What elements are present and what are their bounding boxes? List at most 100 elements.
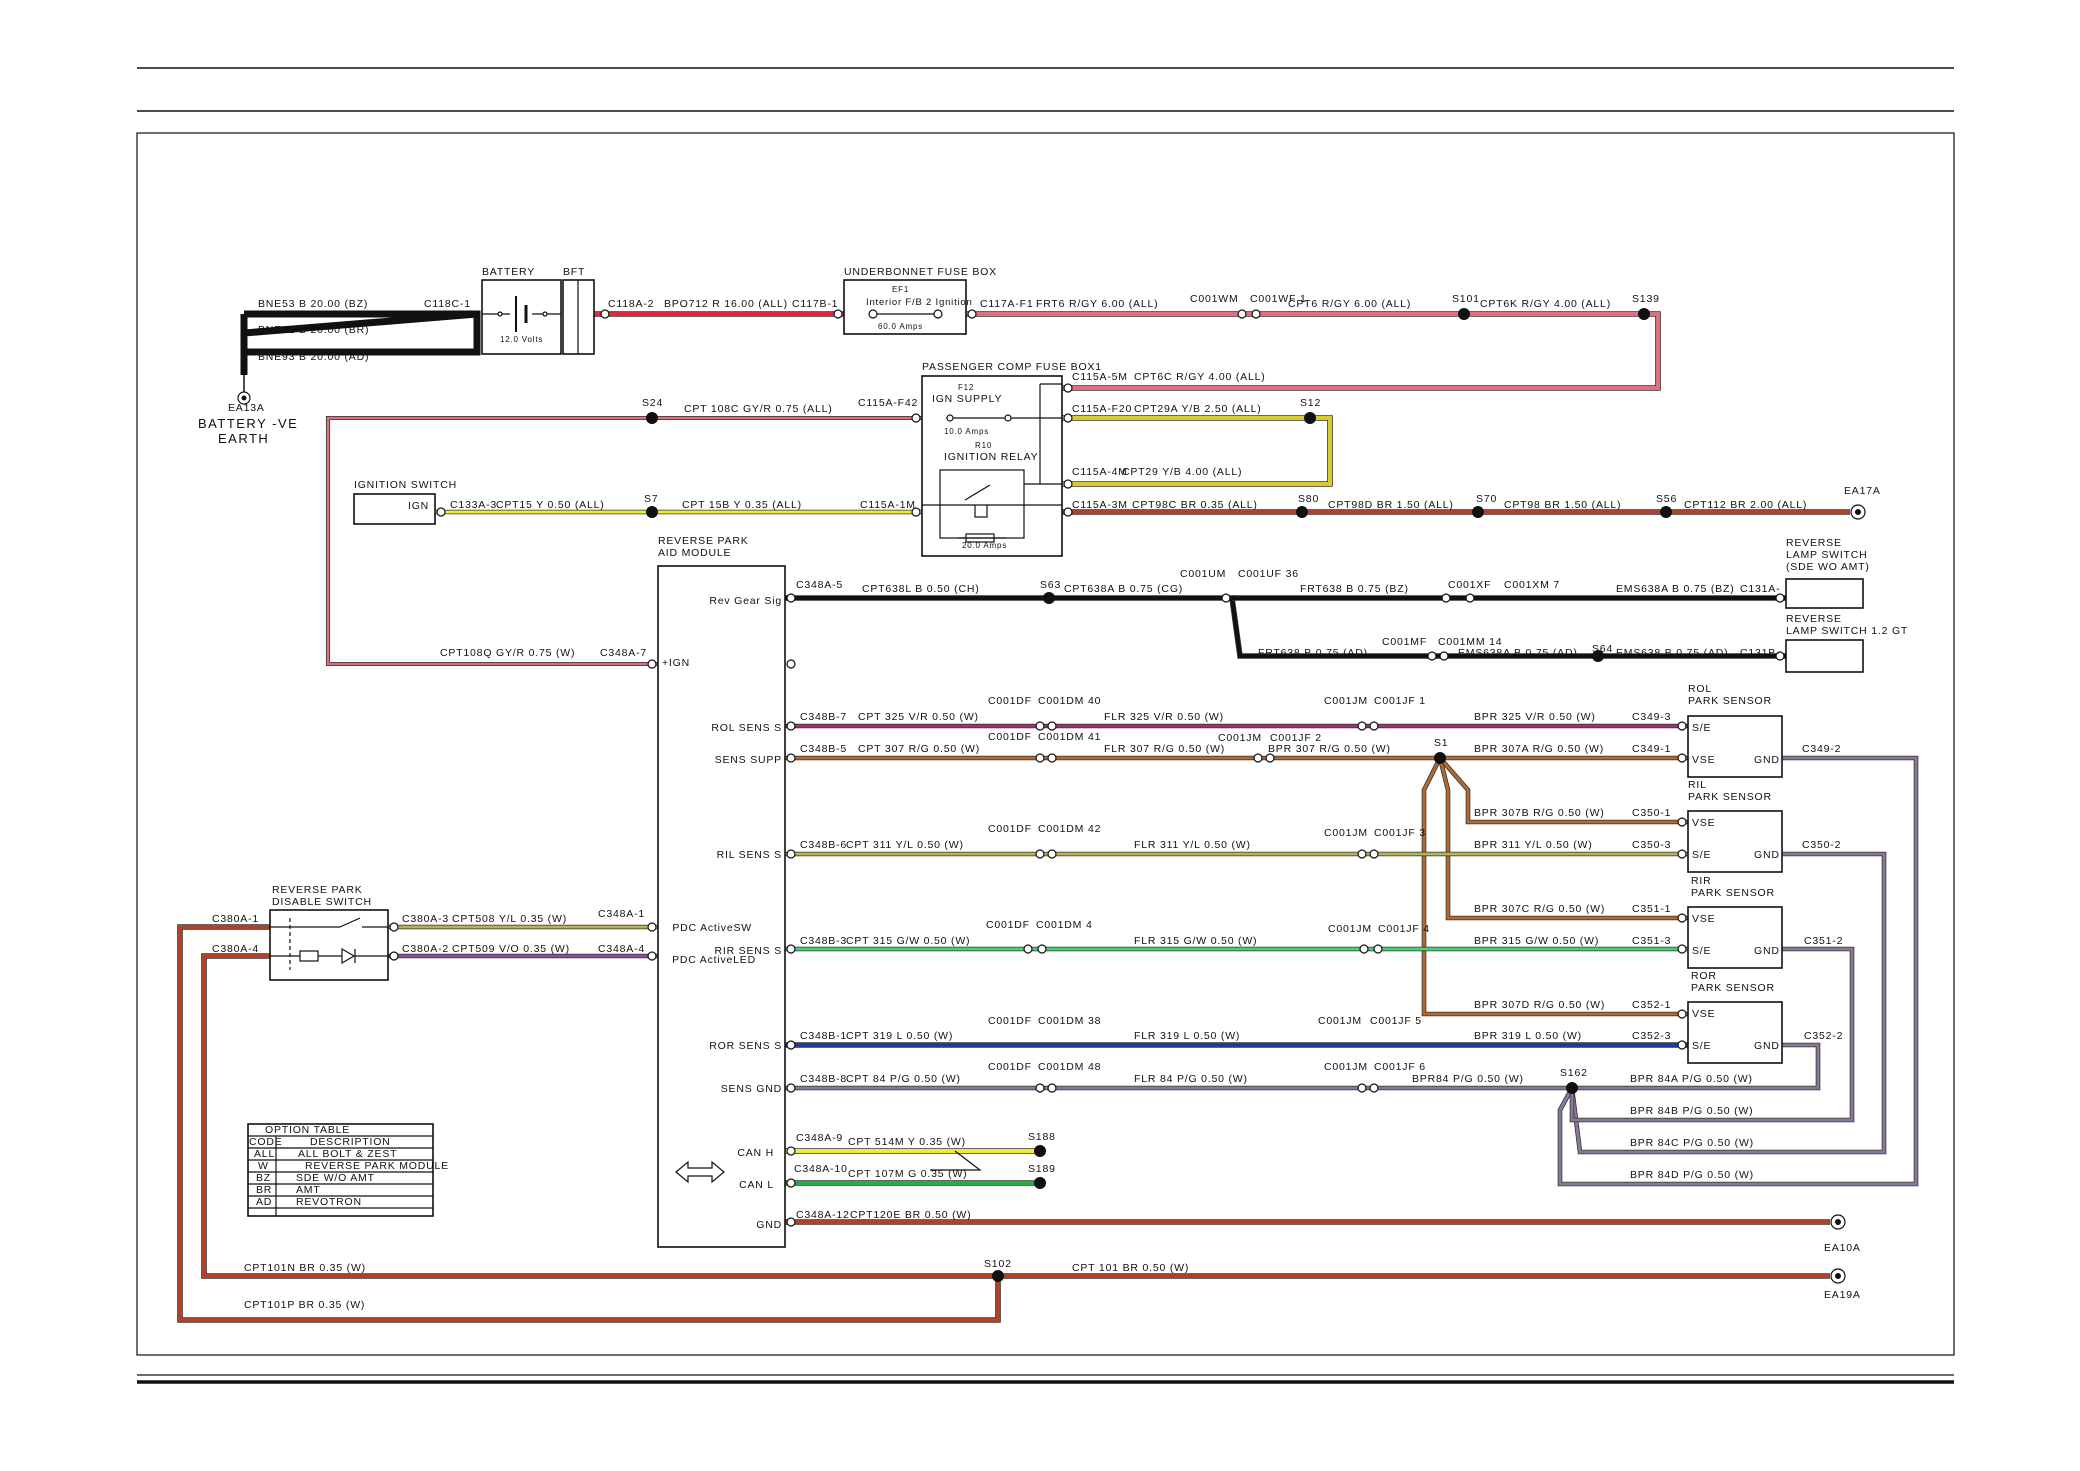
wire-label: BNE93 B 20.00 (AD) — [258, 351, 369, 363]
wire-label: BPR 84C P/G 0.50 (W) — [1630, 1137, 1754, 1149]
rir-vse-pin: VSE — [1692, 913, 1715, 925]
connector-label: C133A-3 — [450, 499, 497, 511]
wire-label: CPT98D BR 1.50 (ALL) — [1328, 499, 1454, 511]
ignition-switch-box — [353, 493, 436, 525]
connector-label: C001WM — [1190, 293, 1239, 305]
connector-pin — [1677, 817, 1687, 827]
connector-pin — [1369, 1083, 1379, 1093]
connector-label: C001JM — [1324, 695, 1368, 707]
splice-label: S188 — [1028, 1131, 1056, 1143]
wire-label: CPT101N BR 0.35 (W) — [244, 1262, 366, 1274]
connector-label: C117A-F1 — [980, 298, 1033, 310]
splice-label: S24 — [642, 397, 663, 409]
connector-label: C001JM — [1328, 923, 1372, 935]
connector-label: C001JF 5 — [1370, 1015, 1422, 1027]
connector-label: C001DM 40 — [1038, 695, 1101, 707]
connector-label: C001MM 14 — [1438, 636, 1502, 648]
connector-pin — [1677, 721, 1687, 731]
splice-node — [1472, 506, 1484, 518]
wire-cpt108 — [325, 415, 922, 667]
pin-rev-gear-sig: Rev Gear Sig — [709, 595, 782, 607]
connector-pin — [1357, 721, 1367, 731]
connector-pin — [1035, 721, 1045, 731]
reverse-park-aid-module — [657, 565, 786, 1248]
connector-pin — [1063, 479, 1073, 489]
pin-sens-supp: SENS SUPP — [715, 754, 782, 766]
pin-rir-sens: RIR SENS S — [714, 945, 782, 957]
connector-pin — [786, 659, 796, 669]
reverse-lamp-switch-12-title-2: LAMP SWITCH 1.2 GT — [1786, 625, 1908, 637]
passenger-fuse-box-label: PASSENGER COMP FUSE BOX1 — [922, 361, 1102, 373]
ril-se-pin: S/E — [1692, 849, 1711, 861]
option-desc: REVOTRON — [296, 1196, 362, 1208]
pin-rol-sens: ROL SENS S — [711, 722, 782, 734]
wire-label: BPR 307A R/G 0.50 (W) — [1474, 743, 1604, 755]
connector-label: C115A-F20 — [1072, 403, 1132, 415]
connector-label: C380A-2 — [402, 943, 449, 955]
splice-node — [646, 506, 658, 518]
wire-84b — [1569, 946, 1855, 1123]
splice-node — [1296, 506, 1308, 518]
wire-label: CPT 108C GY/R 0.75 (ALL) — [684, 403, 833, 415]
connector-label: C348B-5 — [800, 743, 847, 755]
splice-label: S102 — [984, 1258, 1012, 1270]
wire-label: CPT98C BR 0.35 (ALL) — [1132, 499, 1258, 511]
connector-label: C131B- — [1740, 647, 1780, 659]
wire-label: CPT98 BR 1.50 (ALL) — [1504, 499, 1621, 511]
connector-label: C001DF — [986, 919, 1030, 931]
connector-pin — [389, 951, 399, 961]
wire-label: CPT508 Y/L 0.35 (W) — [452, 913, 567, 925]
wire-label: CPT6K R/GY 4.00 (ALL) — [1480, 298, 1611, 310]
connector-label: C348A-10 — [794, 1163, 848, 1175]
connector-label: C349-3 — [1632, 711, 1671, 723]
connector-pin — [1035, 753, 1045, 763]
connector-pin — [1023, 944, 1033, 954]
splice-node — [1034, 1145, 1046, 1157]
connector-label: C001DM 48 — [1038, 1061, 1101, 1073]
module-title-2: AID MODULE — [658, 547, 731, 559]
pin-sens-gnd: SENS GND — [721, 1083, 782, 1095]
connector-label: C001JF 1 — [1374, 695, 1426, 707]
connector-pin — [436, 507, 446, 517]
component-labels: BATTERY 12.0 Volts BFT UNDERBONNET FUSE … — [198, 266, 1908, 1301]
splice-node — [1034, 1177, 1046, 1189]
option-table-header-code: CODE — [249, 1136, 283, 1148]
can-twist-mark — [930, 1150, 982, 1171]
option-code: W — [258, 1160, 269, 1172]
wire-cpt101n — [201, 953, 1830, 1279]
ignition-relay-label: IGNITION RELAY — [944, 451, 1038, 463]
connector-pin — [786, 753, 796, 763]
wire-label: CPT 101 BR 0.50 (W) — [1072, 1262, 1189, 1274]
connector-label: C350-1 — [1632, 807, 1671, 819]
connector-pin — [1677, 1040, 1687, 1050]
splice-label: S63 — [1040, 579, 1061, 591]
connector-label: C131A- — [1740, 583, 1780, 595]
wire-label: EMS638 B 0.75 (AD) — [1616, 647, 1728, 659]
splice-label: S80 — [1298, 493, 1319, 505]
connector-label: C352-3 — [1632, 1030, 1671, 1042]
battery-earth-label-1: BATTERY -VE — [198, 416, 298, 431]
ror-se-pin: S/E — [1692, 1040, 1711, 1052]
connector-pin — [1253, 753, 1263, 763]
wire-label: FLR 84 P/G 0.50 (W) — [1134, 1073, 1248, 1085]
ror-gnd-pin: GND — [1754, 1040, 1780, 1052]
pin-ril-sens: RIL SENS S — [717, 849, 782, 861]
connector-label: C348A-5 — [796, 579, 843, 591]
wire-label: CPT6C R/GY 4.00 (ALL) — [1134, 371, 1266, 383]
wire-label: FLR 307 R/G 0.50 (W) — [1104, 743, 1225, 755]
wire-label: CPT29A Y/B 2.50 (ALL) — [1134, 403, 1262, 415]
wire-label: CPT638L B 0.50 (CH) — [862, 583, 980, 595]
wire-label: BPR 84B P/G 0.50 (W) — [1630, 1105, 1753, 1117]
connector-label: C001UM — [1180, 568, 1226, 580]
ea13a-label: EA13A — [228, 402, 265, 414]
connector-pin — [786, 1217, 796, 1227]
reverse-lamp-switch-title-3: (SDE WO AMT) — [1786, 561, 1870, 573]
connector-label: C348A-12 — [796, 1209, 850, 1221]
wire-label: BNE61 B 20.00 (BR) — [258, 324, 369, 336]
module-title-1: REVERSE PARK — [658, 535, 749, 547]
option-desc: ALL BOLT & ZEST — [298, 1148, 397, 1160]
wire-84c — [1569, 851, 1887, 1155]
connector-label: C001MF — [1382, 636, 1427, 648]
reverse-lamp-switch-box — [1785, 578, 1864, 609]
ea19a-label: EA19A — [1824, 1289, 1861, 1301]
